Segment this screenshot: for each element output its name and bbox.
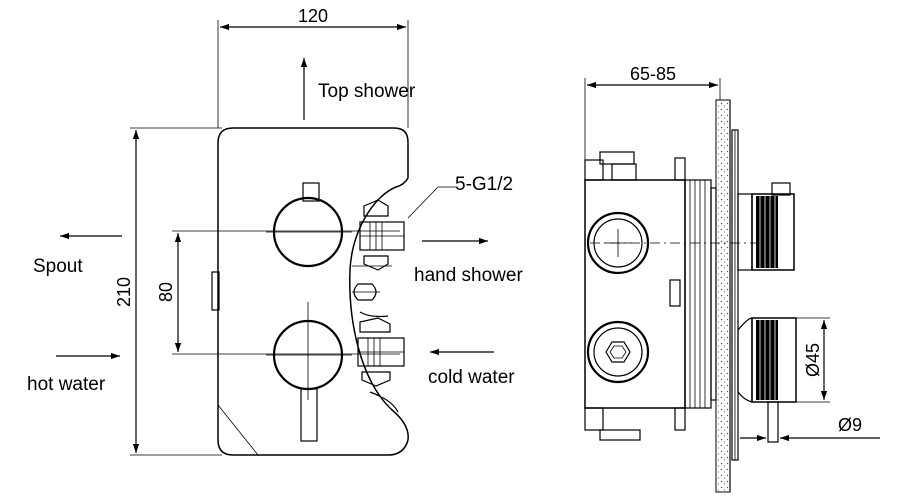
stem-diameter-value: Ø9 (838, 415, 862, 435)
outlet-connector-top (352, 199, 405, 271)
bottom-control-knob (266, 302, 352, 442)
thread-callout: 5-G1/2 (407, 174, 513, 219)
cold-water-label: cold water (428, 367, 515, 388)
thread-callout-text: 5-G1/2 (455, 174, 513, 195)
bottom-handle (737, 317, 797, 443)
cover-plate (217, 127, 409, 456)
top-control-knob (266, 182, 352, 268)
hand-shower-label: hand shower (414, 265, 523, 286)
spacing-dimension: 80 (156, 230, 400, 355)
mounting-flange (684, 179, 717, 409)
width-dimension: 120 (217, 6, 409, 128)
handle-diameter-value: Ø45 (803, 343, 823, 377)
top-shower-label: Top shower (318, 81, 416, 102)
wall-section (715, 99, 731, 493)
plate-slot (211, 271, 220, 311)
spout-label: Spout (33, 256, 83, 277)
height-dimension-value: 210 (114, 277, 134, 307)
side-view: 65-85 (584, 64, 880, 493)
depth-dimension: 65-85 (584, 64, 721, 160)
centre-boss (352, 283, 389, 318)
side-port-bottom (586, 320, 650, 384)
top-handle (737, 182, 795, 271)
inlet-connector-bottom (357, 317, 405, 413)
handle-diameter-dimension: Ø45 (796, 317, 830, 403)
depth-dimension-value: 65-85 (630, 64, 676, 84)
height-dimension: 210 (114, 127, 222, 456)
stem-diameter-dimension: Ø9 (740, 415, 880, 442)
width-dimension-value: 120 (298, 6, 328, 26)
spacing-dimension-value: 80 (156, 282, 176, 302)
hot-water-label: hot water (27, 374, 106, 395)
front-view: 120 210 80 (27, 6, 523, 456)
